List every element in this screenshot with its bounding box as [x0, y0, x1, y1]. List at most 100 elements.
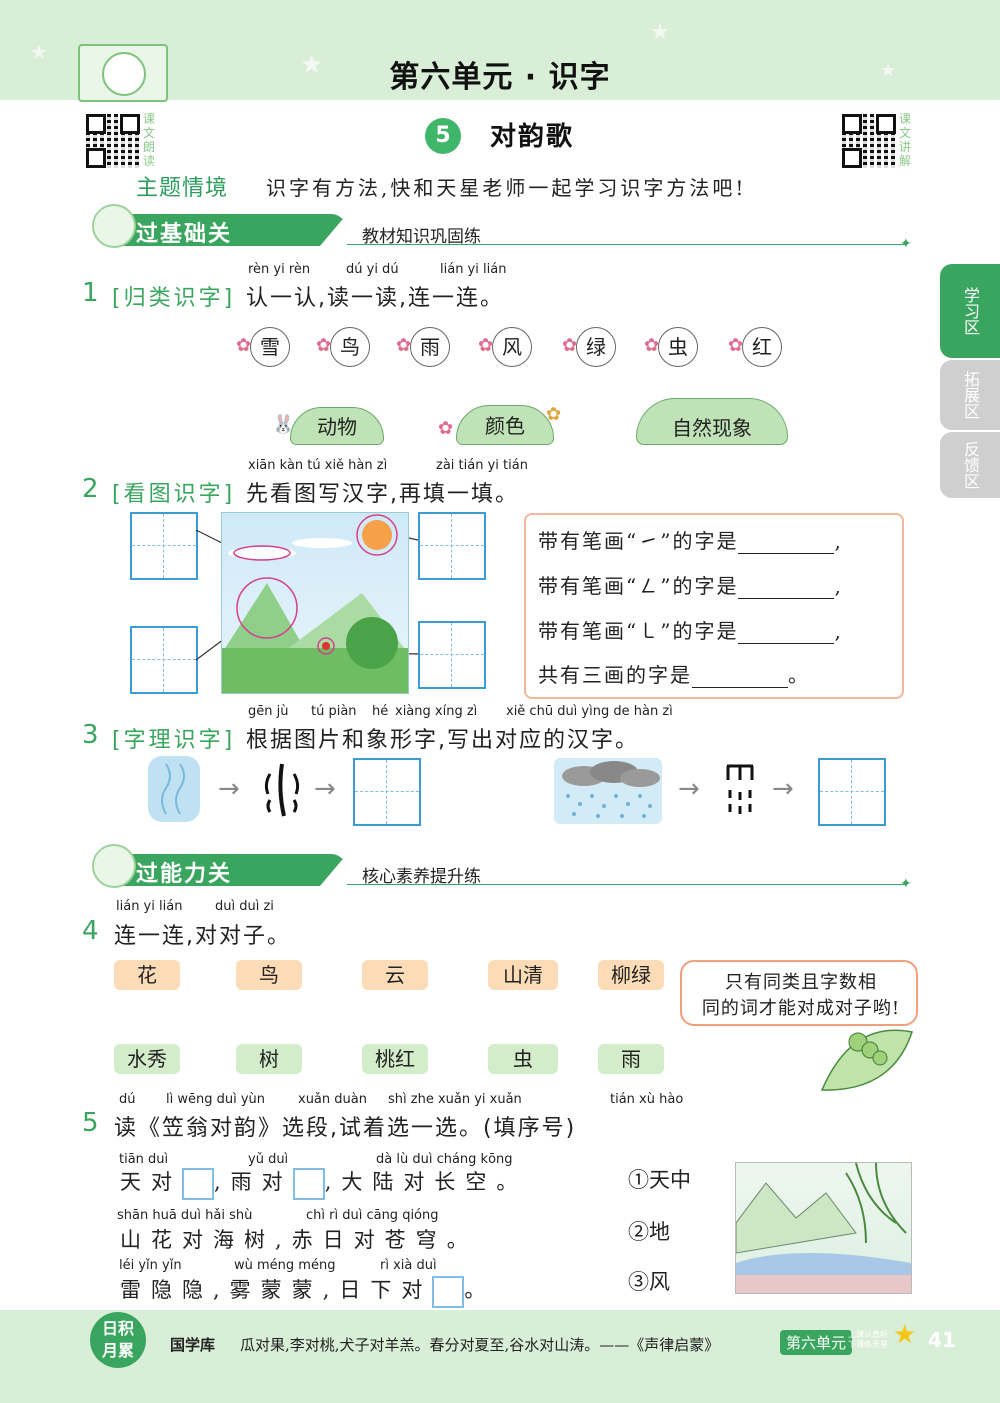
char-card[interactable]: 红	[742, 327, 782, 367]
footer-unit: 第六单元	[780, 1330, 853, 1355]
flower-icon: ✿	[562, 335, 578, 356]
stroke-question-box: 带有笔画“㇀”的字是, 带有笔画“㇜”的字是, 带有笔画“㇄”的字是, 共有三画…	[524, 513, 904, 699]
couplet-word[interactable]: 花	[114, 960, 180, 990]
answer-box[interactable]	[182, 1167, 214, 1200]
question-text: 先看图写汉字,再填一填。	[246, 482, 519, 507]
tip-bubble: 只有同类且字数相 同的词才能对成对子哟!	[680, 960, 918, 1026]
answer-blank[interactable]	[738, 578, 835, 599]
couplet-word[interactable]: 柳绿	[598, 960, 664, 990]
arrow-icon: →	[678, 774, 700, 804]
pictograph-water	[262, 760, 302, 824]
writing-box[interactable]	[418, 621, 486, 689]
star-icon: ★	[30, 40, 48, 64]
qr-left-label: 课文朗读	[143, 112, 156, 168]
pinyin: chì rì duì cāng qióng	[306, 1208, 439, 1223]
char-card[interactable]: 雨	[410, 327, 450, 367]
tab-study[interactable]: 学习区	[940, 264, 1000, 358]
arrow-icon: →	[772, 774, 794, 804]
pinyin: tiān duì	[119, 1152, 169, 1167]
writing-box[interactable]	[353, 758, 421, 826]
char-card[interactable]: 绿	[576, 327, 616, 367]
answer-box[interactable]	[432, 1275, 465, 1308]
mascot-icon	[92, 844, 136, 888]
couplet-word[interactable]: 桃红	[362, 1044, 428, 1074]
pinyin: rèn yi rèn	[248, 262, 311, 277]
pinyin: lì wēng duì yùn	[166, 1092, 266, 1107]
daily-accumulate-badge: 日积月累	[90, 1312, 146, 1368]
question-text: 认一认,读一读,连一连。	[246, 286, 504, 311]
star-icon: ★	[300, 50, 324, 80]
section-title: 过能力关	[136, 862, 233, 887]
stroke-line-3: 带有笔画“㇄”的字是,	[538, 619, 843, 644]
writing-box[interactable]	[818, 758, 886, 826]
question-text: 读《笠翁对韵》选段,试着选一选。(填序号)	[114, 1116, 577, 1141]
pinyin: rì xià duì	[380, 1258, 437, 1273]
option-1[interactable]: ①天中	[628, 1168, 691, 1192]
arrow-icon: →	[218, 774, 240, 804]
char-card[interactable]: 鸟	[330, 327, 370, 367]
pinyin: dà lù duì cháng kōng	[376, 1152, 513, 1167]
footer-library-label: 国学库	[170, 1336, 216, 1354]
writing-box[interactable]	[130, 626, 198, 694]
pinyin: hé	[372, 704, 389, 719]
sparkle-icon: ✦	[900, 876, 912, 892]
couplet-word[interactable]: 云	[362, 960, 428, 990]
stroke-line-4: 共有三画的字是。	[538, 663, 810, 688]
question-number: 4	[82, 916, 99, 946]
pinyin: shì zhe xuǎn yi xuǎn	[388, 1092, 522, 1107]
flower-icon: ✿	[644, 335, 660, 356]
answer-blank[interactable]	[692, 667, 788, 688]
flower-icon: ✿	[478, 335, 494, 356]
couplet-word[interactable]: 山清	[488, 960, 558, 990]
question-text: 根据图片和象形字,写出对应的汉字。	[246, 728, 639, 753]
couplet-word[interactable]: 雨	[598, 1044, 664, 1074]
tab-feedback[interactable]: 反馈区	[940, 432, 1000, 498]
qr-code-icon[interactable]	[86, 114, 140, 168]
category-cloud[interactable]: 自然现象	[636, 398, 788, 445]
question-text: 连一连,对对子。	[114, 924, 291, 949]
star-icon: ★	[650, 20, 670, 45]
couplet-word[interactable]: 树	[236, 1044, 302, 1074]
stroke-line-2: 带有笔画“㇜”的字是,	[538, 574, 843, 599]
answer-box[interactable]	[292, 1167, 325, 1200]
qr-code-icon[interactable]	[842, 114, 896, 168]
writing-box[interactable]	[418, 512, 486, 580]
theme-label: 主题情境	[136, 176, 229, 201]
section-subtitle: 核心素养提升练	[362, 867, 481, 887]
couplet-word[interactable]: 虫	[488, 1044, 558, 1074]
section-ability-header: 过能力关 核心素养提升练 ✦	[92, 844, 912, 892]
flower-icon: ✿	[546, 404, 562, 425]
pinyin: lián yi lián	[440, 262, 507, 277]
pinyin: xuǎn duàn	[298, 1092, 367, 1107]
option-2[interactable]: ②地	[628, 1220, 670, 1244]
question-number: 1	[82, 278, 99, 308]
option-3[interactable]: ③风	[628, 1270, 670, 1294]
pinyin: duì duì zi	[215, 899, 274, 914]
theme-text: 识字有方法,快和天星老师一起学习识字方法吧!	[266, 176, 747, 200]
couplet-word[interactable]: 水秀	[114, 1044, 180, 1074]
pinyin: yǔ duì	[248, 1152, 289, 1167]
flower-icon: ✿	[728, 335, 744, 356]
pinyin: dú yi dú	[346, 262, 399, 277]
section-subtitle: 教材知识巩固练	[362, 227, 481, 247]
footer-quote: 瓜对果,李对桃,犬子对羊羔。春分对夏至,谷水对山涛。——《声律启蒙》	[240, 1336, 720, 1354]
couplet-word[interactable]: 鸟	[236, 960, 302, 990]
stroke-line-1: 带有笔画“㇀”的字是,	[538, 529, 843, 554]
char-card[interactable]: 风	[492, 327, 532, 367]
flower-icon: ✿	[438, 418, 454, 439]
logo-icon	[78, 44, 168, 102]
pinyin: xiān kàn tú xiě hàn zì	[248, 458, 388, 473]
writing-box[interactable]	[130, 512, 198, 580]
question-tag: [归类识字]	[112, 286, 236, 311]
answer-blank[interactable]	[738, 533, 835, 554]
char-card[interactable]: 雪	[250, 327, 290, 367]
char-card[interactable]: 虫	[658, 327, 698, 367]
category-cloud[interactable]: 动物	[290, 407, 384, 445]
pinyin: gēn jù	[248, 704, 289, 719]
section-basic-header: 过基础关 教材知识巩固练 ✦	[92, 204, 912, 252]
tab-extend[interactable]: 拓展区	[940, 360, 1000, 430]
caterpillar-leaf-icon	[818, 1028, 914, 1098]
rabbit-icon: 🐰	[272, 414, 295, 435]
answer-blank[interactable]	[738, 623, 835, 644]
rain-picture	[554, 758, 662, 824]
